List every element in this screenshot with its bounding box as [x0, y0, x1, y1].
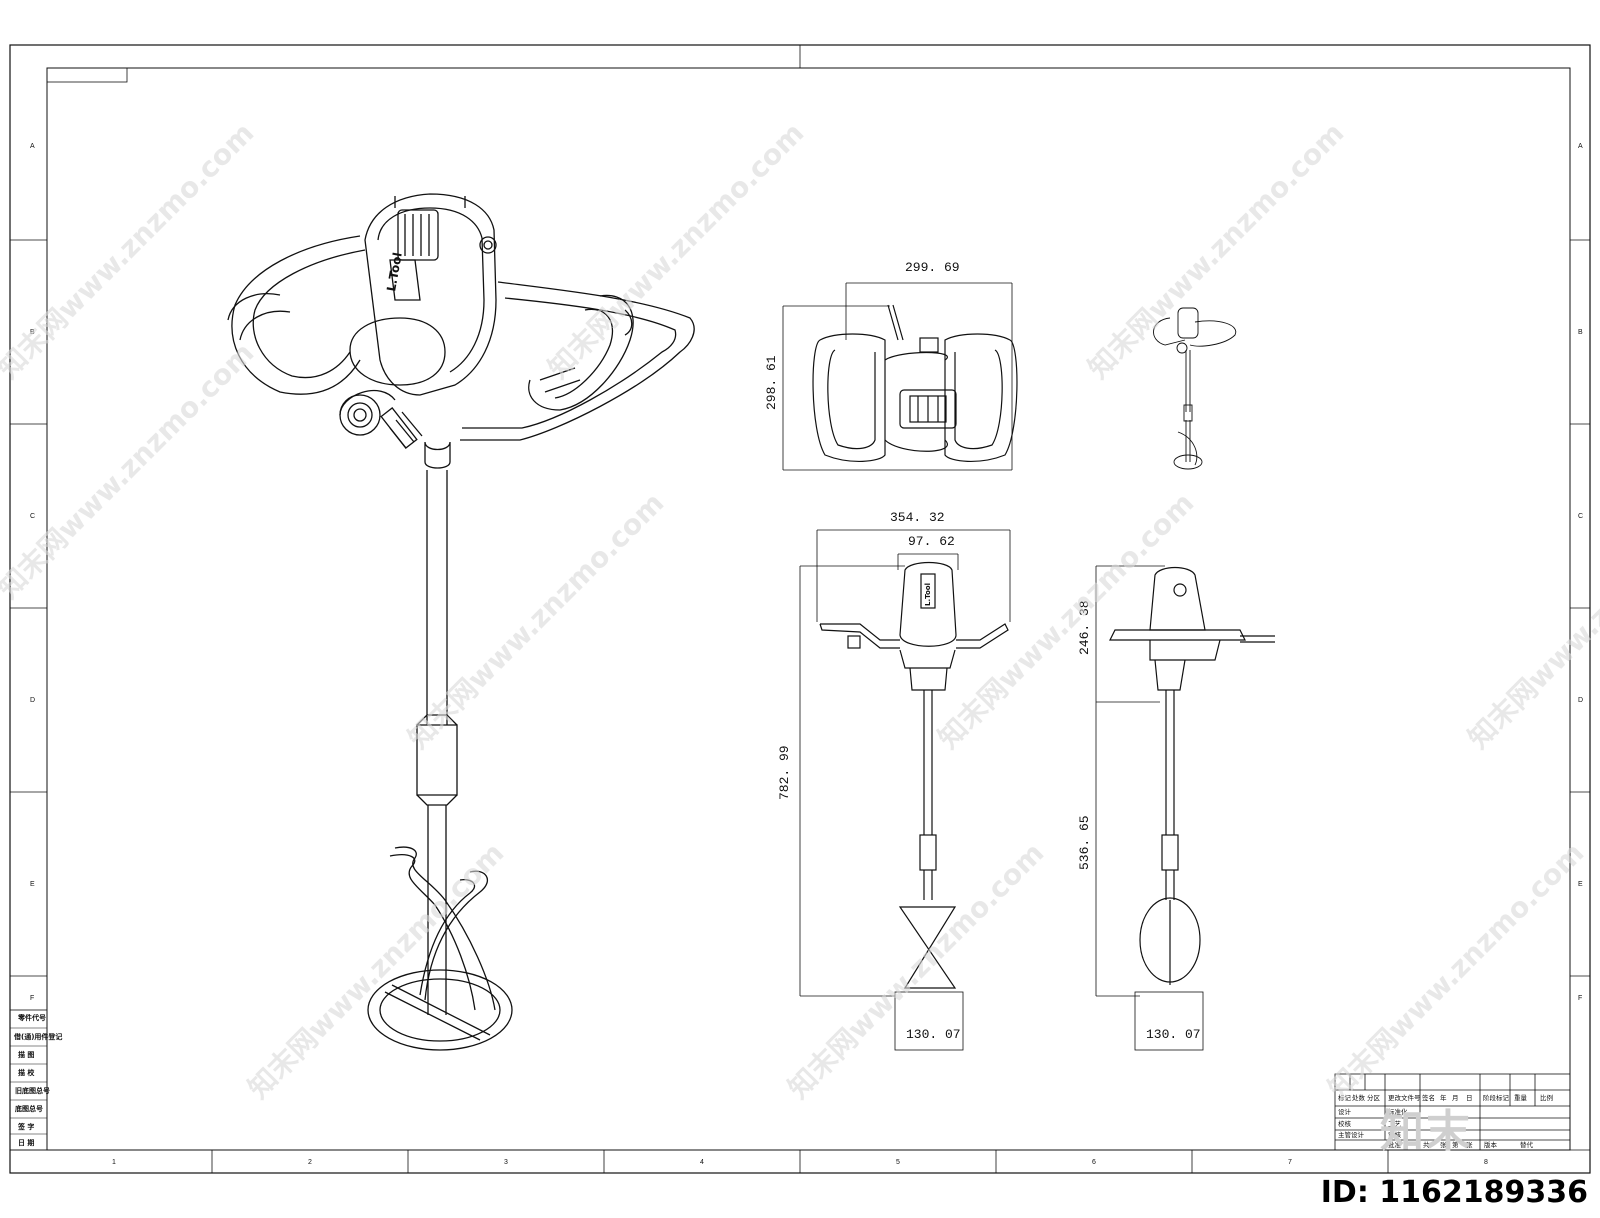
- top-left-box: [46, 67, 128, 83]
- tb-scale: 比例: [1540, 1093, 1553, 1102]
- front-view-dimensions: [799, 529, 1011, 1051]
- front-view: [819, 561, 1009, 989]
- top-view: [812, 304, 1018, 463]
- tb-sheet-1: 张: [1440, 1140, 1447, 1149]
- tb-sign: 签名: [1422, 1093, 1435, 1102]
- zone-right-f: F: [1578, 995, 1582, 1002]
- tb-total: 共: [1423, 1140, 1430, 1149]
- iso-brand-label: L.Tool: [384, 251, 405, 292]
- zone-bottom-1: 1: [112, 1159, 116, 1166]
- tb-year: 年: [1440, 1093, 1447, 1102]
- tb-month: 月: [1452, 1094, 1459, 1102]
- left-table-row-5: 旧底图总号: [15, 1086, 50, 1095]
- side-view-dimensions: [1095, 565, 1204, 1051]
- top-view-dimensions: [782, 282, 1013, 471]
- title-block: [1334, 1073, 1571, 1151]
- watermark-5: 知末网www.znzmo.com: [402, 486, 671, 755]
- tb-weight: 重量: [1514, 1094, 1528, 1102]
- zone-left-e: E: [30, 881, 35, 888]
- tb-standard: 标准化: [1388, 1107, 1408, 1116]
- zone-left-f: F: [30, 995, 34, 1002]
- zone-right-c: C: [1578, 513, 1583, 520]
- tb-zone: 分区: [1367, 1093, 1381, 1102]
- dim-front-width: 354. 32: [890, 510, 945, 525]
- tb-process: 工艺: [1388, 1120, 1402, 1128]
- id-label: ID: 1162189336: [1320, 1175, 1588, 1210]
- watermark-8: 知末网www.znzmo.com: [242, 836, 511, 1105]
- watermark-10: 知末网www.znzmo.com: [1322, 836, 1591, 1105]
- zone-bottom-5: 5: [896, 1159, 900, 1166]
- zone-right-e: E: [1578, 881, 1583, 888]
- left-table-row-8: 日 期: [18, 1138, 34, 1147]
- zone-left-a: A: [30, 143, 35, 150]
- isometric-mixer-view: [227, 193, 695, 1051]
- tb-day: 日: [1466, 1094, 1473, 1102]
- zone-right-a: A: [1578, 143, 1583, 150]
- tb-check: 校核: [1338, 1119, 1352, 1128]
- side-view: [1109, 566, 1275, 985]
- watermark-7: 知末网www.znzmo.com: [1462, 486, 1600, 755]
- left-record-table: 零件代号 借(通)用件登记 描 图 描 校 旧底图总号 底图总号 签 字 日 期: [9, 1009, 62, 1151]
- dim-front-head-width: 97. 62: [908, 534, 955, 549]
- tb-replace: 替代: [1520, 1140, 1534, 1149]
- left-table-row-4: 描 校: [18, 1068, 35, 1077]
- tb-approve: 批准: [1388, 1140, 1402, 1149]
- dim-top-height: 298. 61: [764, 355, 779, 410]
- zone-right-b: B: [1578, 329, 1583, 336]
- tb-stage-mark: 阶段标记: [1483, 1093, 1510, 1102]
- zone-bottom-3: 3: [504, 1159, 508, 1166]
- zone-bottom-2: 2: [308, 1159, 312, 1166]
- tb-sheet-2: 张: [1466, 1140, 1473, 1149]
- zone-left-c: C: [30, 513, 35, 520]
- inner-border: [46, 67, 1571, 1151]
- watermark-2: 知末网www.znzmo.com: [542, 116, 811, 385]
- front-brand-label: L.Tool: [924, 583, 932, 606]
- tb-change-doc: 更改文件号: [1388, 1093, 1421, 1102]
- tb-lead-design: 主管设计: [1338, 1130, 1365, 1139]
- tb-version: 版本: [1484, 1140, 1498, 1149]
- left-table-row-6: 底图总号: [15, 1104, 43, 1113]
- left-table-row-7: 签 字: [17, 1122, 34, 1131]
- tb-review: 审核: [1388, 1130, 1402, 1139]
- dim-front-total-height: 782. 99: [777, 745, 792, 800]
- watermark-3: 知末网www.znzmo.com: [1082, 116, 1351, 385]
- tb-design: 设计: [1338, 1107, 1352, 1116]
- zone-right-d: D: [1578, 697, 1583, 704]
- dim-side-shaft-height: 536. 65: [1077, 815, 1092, 870]
- dim-side-head-height: 246. 38: [1077, 600, 1092, 655]
- zone-bottom-7: 7: [1288, 1159, 1292, 1166]
- zone-bottom-6: 6: [1092, 1159, 1096, 1166]
- tb-count: 处数: [1352, 1093, 1366, 1102]
- tb-marks: 标记: [1338, 1093, 1352, 1102]
- left-table-row-3: 描 图: [18, 1050, 34, 1059]
- tb-no: 第: [1452, 1140, 1459, 1149]
- brand-logo: 知末: [1380, 1106, 1472, 1157]
- zone-left-b: B: [30, 329, 35, 336]
- zone-bottom-4: 4: [700, 1159, 704, 1166]
- dim-front-paddle-width: 130. 07: [906, 1027, 961, 1042]
- zone-bottom-8: 8: [1484, 1159, 1488, 1166]
- watermark-9: 知末网www.znzmo.com: [782, 836, 1051, 1105]
- dim-top-width: 299. 69: [905, 260, 960, 275]
- zone-left-d: D: [30, 697, 35, 704]
- left-table-row-1: 零件代号: [17, 1013, 46, 1022]
- left-table-row-2: 借(通)用件登记: [13, 1032, 62, 1041]
- watermark-6: 知末网www.znzmo.com: [932, 486, 1201, 755]
- small-iso-view: [1153, 307, 1237, 470]
- watermark-1: 知末网www.znzmo.com: [0, 116, 260, 385]
- watermark-4: 知末网www.znzmo.com: [0, 336, 260, 605]
- dim-side-paddle-width: 130. 07: [1146, 1027, 1201, 1042]
